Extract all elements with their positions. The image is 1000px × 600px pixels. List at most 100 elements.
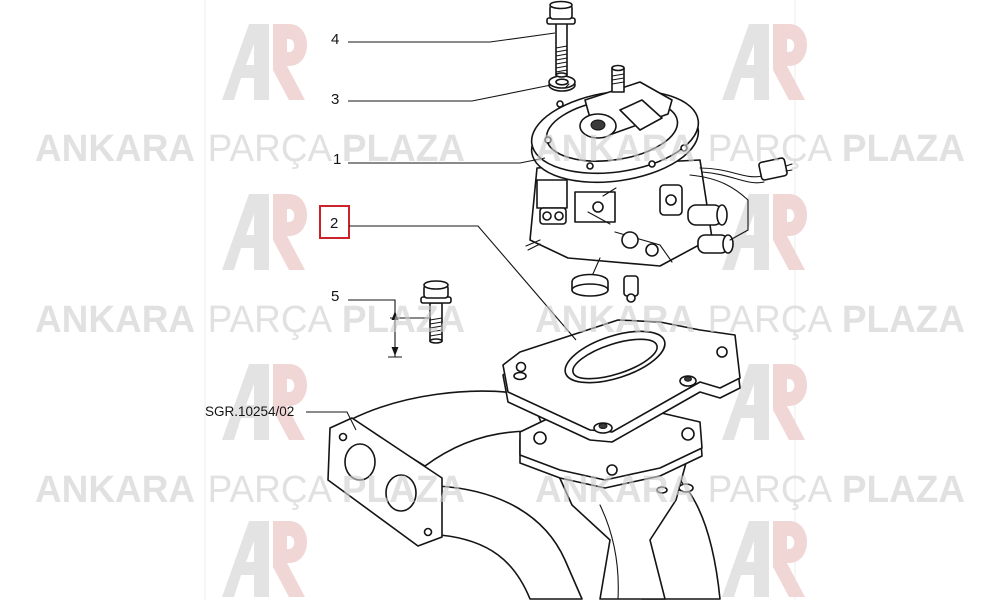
watermark-word: PARÇA <box>208 299 333 341</box>
callout-label: 5 <box>331 288 339 305</box>
carburetor-wire <box>701 171 765 184</box>
callouts: 4 3 1 2 5 SGR.10254/02 <box>205 31 577 431</box>
carburetor-hub-core <box>590 119 606 131</box>
watermark-word: ANKARA <box>535 469 695 511</box>
diaphragm-cap <box>571 283 609 297</box>
dimension-arrow-up <box>391 311 399 320</box>
watermark-word: PARÇA <box>208 469 333 511</box>
callout-leader-line <box>348 32 556 43</box>
cover-screw <box>544 136 552 144</box>
idle-valve <box>665 194 677 206</box>
carburetor <box>525 64 793 303</box>
throttle-pulley <box>621 231 639 249</box>
flange-bolt-hole <box>681 427 695 441</box>
callout-1: 1 <box>333 151 546 168</box>
diaphragm-rod <box>591 257 601 277</box>
callout-label: 1 <box>333 151 341 168</box>
bolt-4-tip <box>555 72 568 78</box>
callout-leader-line <box>348 299 396 357</box>
watermark-word: PARÇA <box>708 469 833 511</box>
gasket-nut-core <box>684 376 692 382</box>
callout-4: 4 <box>331 31 556 48</box>
choke-valve-end <box>626 293 636 303</box>
head-flange-port <box>385 474 417 512</box>
gasket-stud-hole <box>515 361 527 373</box>
idle-solenoid-end <box>722 234 734 254</box>
callout-leader-line <box>306 411 357 431</box>
manifold-contour-line <box>599 504 619 600</box>
bolt-5-tip <box>429 338 443 344</box>
jet-screw <box>554 211 564 221</box>
bolt-5-head-top <box>423 280 449 290</box>
washer-3-hole <box>555 78 569 86</box>
manifold-lower-runner <box>437 485 583 600</box>
manifold-center-body <box>547 447 691 600</box>
bolt-4-head-top <box>549 0 573 10</box>
washer-3-split <box>565 83 570 88</box>
watermark-word: ANKARA <box>35 128 195 170</box>
callout-reference: SGR.10254/02 <box>205 404 357 431</box>
wire-connector-pins <box>785 163 793 172</box>
dimension-arrow-down <box>391 347 399 356</box>
callout-highlight-box <box>319 205 350 239</box>
watermark-word: ANKARA <box>35 469 195 511</box>
manifold-stud <box>678 483 694 493</box>
adjust-screw-shaft <box>587 187 617 225</box>
reference-code: SGR.10254/02 <box>205 404 294 419</box>
watermark-word: ANKARA <box>535 128 695 170</box>
bolt-4-thread <box>555 45 568 73</box>
watermark-word: PARÇA <box>708 299 833 341</box>
cutoff-solenoid-end <box>716 204 728 226</box>
watermark-word: ANKARA <box>35 299 195 341</box>
watermark-word: PLAZA <box>842 469 965 511</box>
gasket-stud <box>513 371 527 381</box>
jet-screw <box>542 211 552 221</box>
watermark-word: ANKARA <box>535 299 695 341</box>
manifold-stud <box>656 486 668 494</box>
carburetor-stud-thread <box>611 73 625 85</box>
bolt-4 <box>546 0 576 78</box>
carburetor-wire <box>699 167 763 178</box>
callout-label: 2 <box>330 215 338 232</box>
flange-bolt-hole <box>606 464 618 476</box>
watermark-word: PLAZA <box>342 299 465 341</box>
callout-leader-line <box>348 157 546 164</box>
carburetor-lever-block <box>619 99 663 131</box>
cover-screw <box>648 160 656 168</box>
carburetor-wire <box>689 174 749 241</box>
cover-screw <box>680 144 688 152</box>
choke-valve <box>623 275 639 297</box>
carburetor-side-block <box>536 179 568 209</box>
head-flange-bolt-hole <box>423 527 433 537</box>
cover-screw <box>556 100 564 108</box>
gasket-bore-inner <box>572 338 658 380</box>
watermark-word: PLAZA <box>842 299 965 341</box>
intake-manifold <box>327 390 721 600</box>
watermark-word: PARÇA <box>708 128 833 170</box>
throttle-lever <box>645 243 659 257</box>
adjust-screw <box>592 201 604 213</box>
washer-3 <box>548 75 576 92</box>
carburetor-vent-tube <box>525 239 541 251</box>
watermark-word: PLAZA <box>842 128 965 170</box>
carburetor-gasket <box>502 319 741 443</box>
callout-label: 3 <box>331 91 339 108</box>
bolt-5 <box>420 280 452 344</box>
head-flange-bolt-hole <box>338 432 348 442</box>
gasket-nut-core <box>598 423 608 429</box>
carburetor-stud-top <box>611 64 625 72</box>
flange-bolt-hole <box>533 431 547 445</box>
watermark-word: PLAZA <box>342 469 465 511</box>
callout-label: 4 <box>331 31 339 48</box>
bolt-5-thread <box>429 317 443 337</box>
callout-5: 5 <box>331 288 429 358</box>
gasket-stud-hole <box>716 346 728 358</box>
